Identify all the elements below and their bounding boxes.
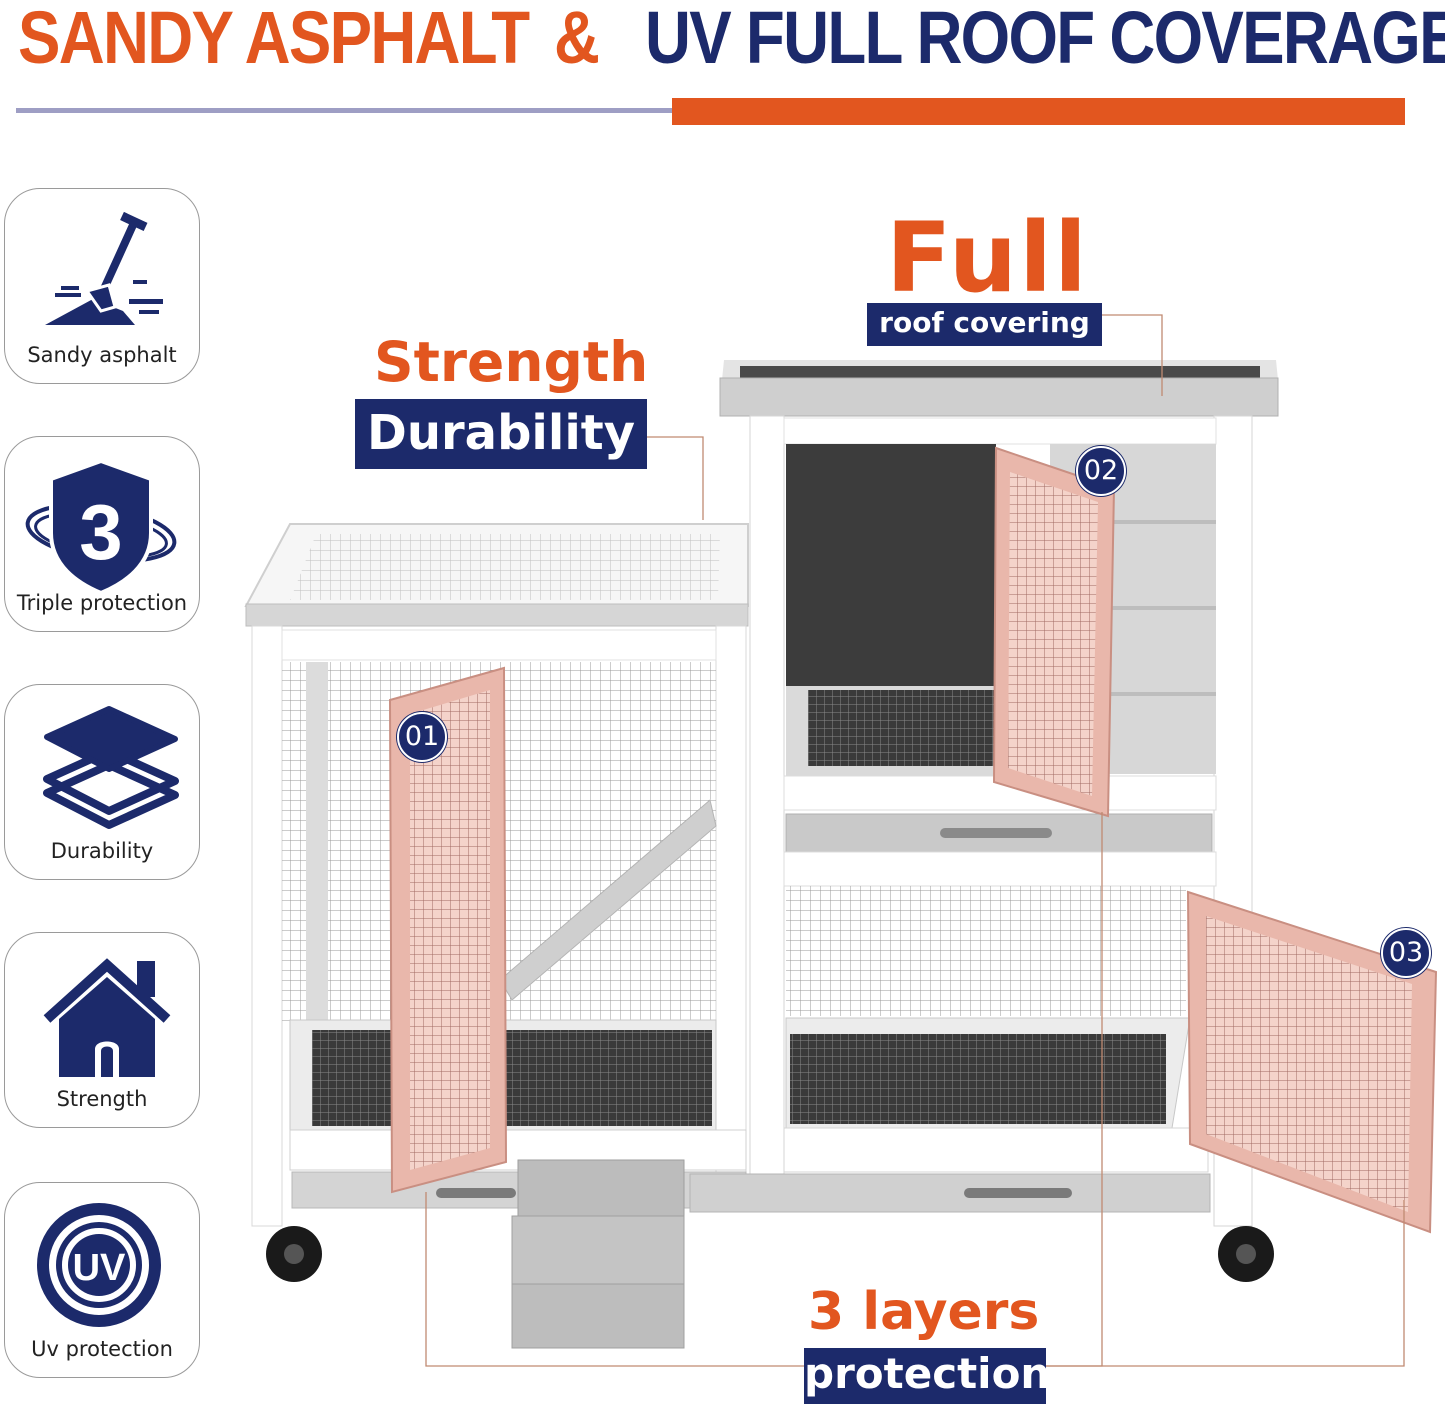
feature-label: Durability bbox=[50, 839, 154, 863]
door-badge-01: 01 bbox=[397, 712, 447, 762]
layers-icon bbox=[43, 706, 179, 829]
header-left-title: SANDY ASPHALT bbox=[18, 0, 530, 79]
header-rule-grey bbox=[16, 108, 676, 113]
callout-full-title: Full bbox=[886, 202, 1089, 314]
run-roof bbox=[244, 523, 749, 627]
shovel-asphalt-icon bbox=[45, 211, 163, 325]
feature-label: Strength bbox=[56, 1087, 148, 1111]
door-badge-02: 02 bbox=[1076, 446, 1126, 496]
callout-layers-title: 3 layers bbox=[808, 1282, 1040, 1342]
feature-label: Sandy asphalt bbox=[27, 343, 177, 367]
uv-icon: UV bbox=[37, 1203, 161, 1327]
header-ampersand: & bbox=[554, 0, 600, 79]
feature-card-strength: Strength bbox=[4, 932, 200, 1128]
feature-label: Uv protection bbox=[31, 1337, 173, 1361]
door-02 bbox=[992, 446, 1116, 818]
feature-card-sandy-asphalt: Sandy asphalt bbox=[4, 188, 200, 384]
door-01 bbox=[388, 666, 508, 1194]
shield-3-icon: 3 bbox=[25, 458, 177, 596]
callout-leaders bbox=[425, 314, 1405, 1367]
door-badge-03: 03 bbox=[1381, 928, 1431, 978]
feature-card-uv-protection: UV Uv protection bbox=[4, 1182, 200, 1378]
house-icon bbox=[43, 958, 171, 1077]
entry-ramp bbox=[511, 1159, 685, 1349]
callout-strength-box: Durability bbox=[355, 399, 647, 469]
wheels bbox=[266, 1226, 1274, 1282]
callout-strength-title: Strength bbox=[374, 330, 649, 394]
svg-text:UV: UV bbox=[73, 1247, 126, 1289]
header-rule-orange bbox=[672, 98, 1405, 125]
feature-label: Triple protection bbox=[16, 591, 188, 615]
svg-text:3: 3 bbox=[79, 488, 122, 576]
feature-card-durability: Durability bbox=[4, 684, 200, 880]
feature-card-triple-protection: 3 Triple protection bbox=[4, 436, 200, 632]
header-right-title: UV FULL ROOF COVERAGE bbox=[645, 0, 1445, 79]
callout-layers-box: protection bbox=[804, 1348, 1050, 1404]
door-03 bbox=[1186, 890, 1438, 1234]
callout-full-box: roof covering bbox=[867, 303, 1102, 346]
